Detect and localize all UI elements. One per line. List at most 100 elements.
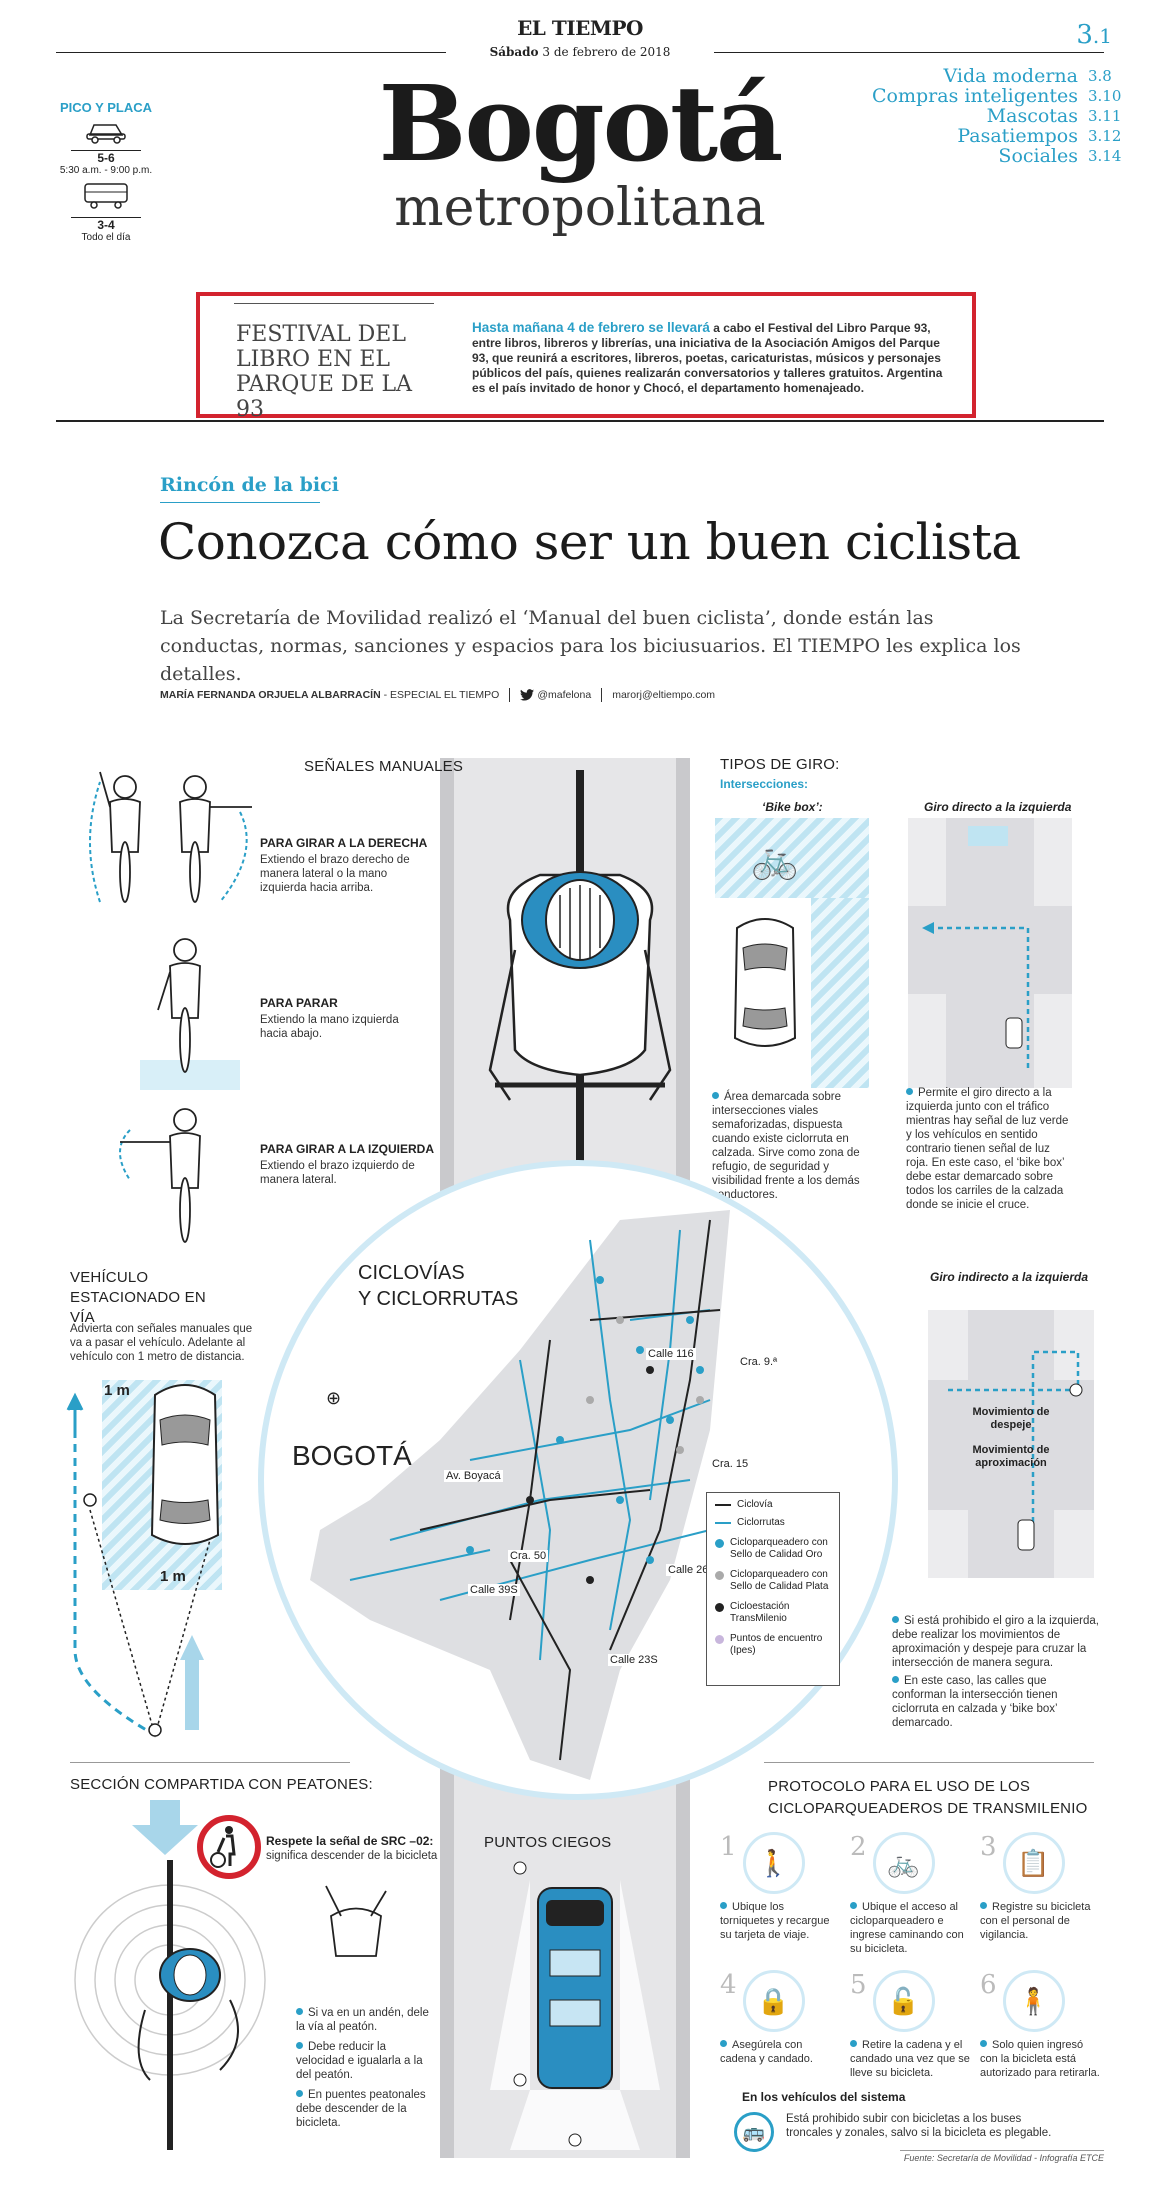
protocol-step: 1🚶 Ubique los torniquetes y recargue su … [720,1832,840,1956]
walk-bike-icon: 🚲 [872,1832,935,1894]
date-rest: 3 de febrero de 2018 [542,45,671,59]
protocol-step: 5🔓 Retire la cadena y el candado una vez… [850,1970,970,2079]
author-email[interactable]: marorj@eltiempo.com [612,689,716,701]
clearance-move-label: Movimiento de despeje [972,1406,1050,1431]
author-name: MARÍA FERNANDA ORJUELA ALBARRACÍN [160,689,381,701]
street-label: Av. Boyacá [444,1470,503,1482]
map-title-line2: Y CICLORRUTAS [358,1288,519,1310]
protocol-step: 2🚲 Ubique el acceso al cicloparqueadero … [850,1832,970,1956]
legend-ciclovia: Ciclovía [737,1499,773,1510]
legend-station: Cicloestación TransMilenio [730,1601,790,1624]
direct-turn-path [922,922,1030,1068]
map-title-line1: CICLOVÍAS [358,1262,465,1284]
unlock-icon: 🔓 [872,1970,935,2032]
bike-box-label: ‘Bike box’: [762,800,823,814]
cyclist-left-turn-illustration [119,1108,201,1243]
shared-bullets: Si va en un andén, dele la vía al peatón… [296,2006,432,2130]
page-number-sub: .1 [1092,24,1112,48]
festival-body: a cabo el Festival del Libro Parque 93, … [472,321,943,395]
street-label: Cra. 9.ª [738,1356,780,1368]
down-arrow-icon [132,1800,198,1855]
article-dek: La Secretaría de Movilidad realizó el ‘M… [160,607,1021,685]
indirect-turn-diagram: Movimiento de despeje Movimiento de apro… [928,1310,1094,1578]
protocol-title-line1: PROTOCOLO PARA EL USO DE LOS [768,1778,1031,1795]
street-label: Calle 39S [468,1584,520,1596]
cyclist-right-turn-illustration [89,771,252,903]
indirect-turn-text: Si está prohibido el giro a la izquierda… [892,1614,1102,1730]
vehicles-text: Está prohibido subir con bicicletas a lo… [786,2113,1052,2139]
signal-left-text: Extiendo el brazo izquierdo de manera la… [260,1160,415,1186]
author-role: - ESPECIAL EL TIEMPO [380,689,500,701]
bus-digits: 3-4 [97,218,115,232]
date-day: Sábado [489,45,539,59]
sign-title: Respete la señal de SRC –02: [266,1834,434,1848]
bogota-bike-network-map [310,1210,730,1780]
cyclist-stop-illustration [140,938,240,1090]
bike-box-diagram: 🚲 [715,818,869,1088]
direct-turn-text: Permite el giro directo a la izquierda j… [906,1086,1074,1212]
bike-box-bike-icon: 🚲 [751,839,799,881]
street-label: Cra. 15 [710,1458,751,1470]
festival-lead: Hasta mañana 4 de febrero se llevará [472,320,710,335]
article-kicker: Rincón de la bici [160,474,339,496]
sign-text: significa descender de la bicicleta [266,1850,438,1862]
bus-icon [84,183,128,209]
legend-gold: Cicloparqueadero con Sello de Calidad Or… [730,1537,828,1560]
article-headline: Conozca cómo ser un buen ciclista [158,513,1021,571]
street-label: Cra. 50 [508,1550,549,1562]
vehicles-title: En los vehículos del sistema [742,2090,906,2104]
section-subtitle: metropolitana [394,178,766,238]
signal-right-title: PARA GIRAR A LA DERECHA [260,836,428,850]
signal-stop-title: PARA PARAR [260,996,338,1010]
north-icon: ⊕ [326,1388,342,1408]
legend-meeting: Puntos de encuentro (Ipes) [730,1633,823,1656]
shared-path-illustration [74,1860,266,2150]
direct-turn-diagram [908,818,1072,1088]
bus-blind-spots-illustration [490,1861,660,2150]
car-digits: 5-6 [97,151,115,165]
pedestrian-illustration [325,1885,387,1957]
shared-section-title: SECCIÓN COMPARTIDA CON PEATONES: [70,1776,373,1793]
festival-title: FESTIVAL DEL LIBRO EN EL PARQUE DE LA 93 [236,322,413,422]
signal-stop-text: Extiendo la mano izquierda hacia abajo. [260,1014,399,1040]
page-number: 3.1 [1076,20,1112,50]
manual-signals-title: SEÑALES MANUALES [304,758,464,775]
bike-box-car [733,918,797,1047]
protocol-step: 3📋 Registre su bicicleta con el personal… [980,1832,1100,1956]
twitter-icon [520,689,535,701]
turnstile-icon: 🚶 [742,1832,805,1894]
street-label: Calle 26 [666,1564,711,1576]
legend-ciclorrutas: Ciclorrutas [737,1517,785,1528]
protocol-step: 4🔒 Asegúrela con cadena y candado. [720,1970,840,2080]
protocol-title-line2: CICLOPARQUEADEROS DE TRANSMILENIO [768,1800,1088,1817]
lock-icon: 🔒 [742,1970,805,2032]
masthead-rule-right [714,52,1104,53]
direct-turn-label: Giro directo a la izquierda [924,800,1072,814]
map-legend: Ciclovía Ciclorrutas Cicloparqueadero co… [706,1492,840,1686]
festival-box: FESTIVAL DEL LIBRO EN EL PARQUE DE LA 93… [196,292,976,422]
byline: MARÍA FERNANDA ORJUELA ALBARRACÍN - ESPE… [160,688,715,702]
no-riding-sign-icon [197,1815,261,1879]
parked-vehicle-text: Advierta con señales manuales que va a p… [70,1323,253,1363]
masthead-rule-left [56,52,446,53]
distance-label-top: 1 m [104,1382,130,1399]
turn-types-title: TIPOS DE GIRO: [720,756,840,773]
street-label: Calle 23S [608,1654,660,1666]
issue-date: Sábado 3 de febrero de 2018 [0,45,1160,59]
section-title: Bogotá [378,62,784,185]
kicker-rule [160,502,320,503]
twitter-handle[interactable]: @mafelona [520,689,591,701]
masthead-bottom-rule [56,420,1104,422]
car-hours: 5:30 a.m. - 9:00 p.m. [59,165,153,176]
street-label: Calle 116 [646,1348,696,1360]
legend-silver: Cicloparqueadero con Sello de Calidad Pl… [730,1569,829,1592]
distance-label-bottom: 1 m [160,1568,186,1585]
brand-logo: EL TIEMPO [517,16,643,40]
approach-move-label: Movimiento de aproximación [972,1444,1050,1469]
